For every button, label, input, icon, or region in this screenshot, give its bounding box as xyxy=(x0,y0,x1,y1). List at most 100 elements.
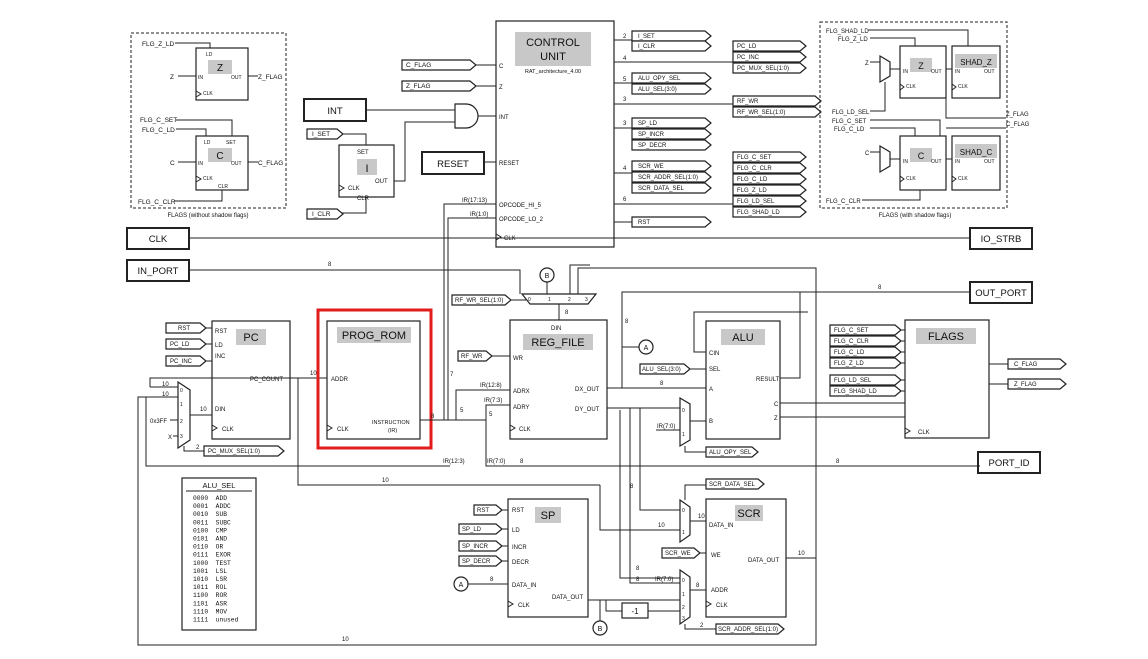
bw-pc-mux-b: 10 xyxy=(162,392,169,398)
control-unit: CONTROL UNIT RAT_architecture_4.00 C Z I… xyxy=(401,20,615,248)
bw-5a: 5 xyxy=(623,77,627,83)
bw-scr-out: 10 xyxy=(798,551,805,557)
bw-6: 6 xyxy=(623,197,627,203)
connector-a-top: A xyxy=(644,345,649,352)
bw-scr-addr: 8 xyxy=(696,583,700,589)
cu-in-reset: RESET xyxy=(499,161,519,167)
pc-out-label: PC_COUNT xyxy=(250,377,283,383)
svg-text:OUT: OUT xyxy=(231,161,242,167)
svg-text:OUT: OUT xyxy=(931,69,942,75)
sig-sp-decr: SP_DECR xyxy=(638,143,667,149)
ir7-0-label: IR(7:0) xyxy=(487,459,505,465)
cu-title-2: UNIT xyxy=(540,51,566,63)
interrupt-title: I xyxy=(365,163,368,175)
bw-dx: 8 xyxy=(660,381,664,387)
bw-pc-loop: 10 xyxy=(382,478,389,484)
alu-sel-row: 1010 LSR xyxy=(193,576,227,583)
svg-text:OUT: OUT xyxy=(931,159,942,165)
ir7-0-scr-label: IR(7:0) xyxy=(655,577,673,583)
i-set-label: I_SET xyxy=(312,131,330,138)
fs-out-z: Z_FLAG xyxy=(1006,112,1029,118)
fs-in-ld-sel: FLG_LD_SEL xyxy=(832,110,870,116)
bw-5c: 5 xyxy=(489,412,493,418)
flags-shadow-group: FLG_SHAD_LD FLG_Z_LD Z Z IN OUT CLK SHAD… xyxy=(819,21,1030,219)
bw-3b: 3 xyxy=(623,121,627,127)
interrupt-group: INT I_SET I SET OUT CLK CLR I_CLR RESET xyxy=(303,98,496,220)
fs-in-c-clr: FLG_C_CLR xyxy=(826,199,861,205)
rf-adrx-label: ADRX xyxy=(513,389,530,395)
alu-sel-row: 0011 SUBC xyxy=(193,519,231,526)
pc-clk-label: CLK xyxy=(222,427,234,433)
fs-z-in: Z xyxy=(865,61,869,67)
svg-text:OUT: OUT xyxy=(984,159,995,165)
svg-text:2: 2 xyxy=(568,297,571,303)
fm-out-c: C_FLAG xyxy=(1014,362,1038,368)
scr-title: SCR xyxy=(737,508,760,520)
sig-i-clr: I_CLR xyxy=(638,44,656,50)
prog-rom-title: PROG_ROM xyxy=(342,330,406,342)
fs-shad-z-title: SHAD_Z xyxy=(960,58,992,67)
sig-flg-c-set: FLG_C_SET xyxy=(737,155,772,161)
flg-c-clr-label: FLG_C_CLR xyxy=(138,199,176,206)
sig-pc-mux-sel: PC_MUX_SEL(1:0) xyxy=(737,66,789,72)
alu-sel-table-title: ALU_SEL xyxy=(203,481,236,490)
bw-pc-sel: 2 xyxy=(196,445,200,451)
sp-data-in-label: DATA_IN xyxy=(512,583,536,589)
sig-pc-inc: PC_INC xyxy=(737,55,760,61)
svg-text:IN: IN xyxy=(903,159,908,165)
fm-in-ld-sel: FLG_LD_SEL xyxy=(834,378,872,384)
fs-in-c-ld: FLG_C_LD xyxy=(834,127,865,133)
interrupt-out-label: OUT xyxy=(375,179,388,185)
sp-clk-label: CLK xyxy=(518,603,530,609)
reg-file-title: REG_FILE xyxy=(531,337,584,349)
rf-din-label: DIN xyxy=(551,326,561,332)
alu-group: 0 1 IR(7:0) ALU_OPY_SEL ALU CIN SEL A B … xyxy=(639,311,905,458)
flags-no-shadow-group: Z LD IN OUT CLK FLG_Z_LD Z Z_FLAG C LD S… xyxy=(130,32,287,219)
alu-b-label: B xyxy=(709,419,713,425)
sig-flg-z-ld: FLG_Z_LD xyxy=(737,188,767,194)
in-port: IN_PORT xyxy=(137,266,178,277)
fm-in-c-set: FLG_C_SET xyxy=(834,328,869,334)
prog-rom-clk-label: CLK xyxy=(337,427,349,433)
fs-in-shad-ld: FLG_SHAD_LD xyxy=(826,29,869,35)
svg-text:CLK: CLK xyxy=(203,176,213,182)
svg-text:IN: IN xyxy=(198,75,203,81)
sp-ld-sig: SP_LD xyxy=(462,527,482,533)
fm-out-z: Z_FLAG xyxy=(1014,382,1037,388)
alu-z-label: Z xyxy=(774,416,778,422)
prog-rom-ir-label: (IR) xyxy=(388,428,397,434)
scr-clk-label: CLK xyxy=(716,603,728,609)
bw-rf-din: 8 xyxy=(565,310,569,316)
bw-5b: 5 xyxy=(460,408,464,414)
sp-incr-label: INCR xyxy=(512,545,527,551)
z-in-label: Z xyxy=(170,74,174,81)
sig-alu-sel: ALU_SEL(3:0) xyxy=(638,87,677,93)
flg-c-ld-label: FLG_C_LD xyxy=(142,127,175,134)
aluy-mux-0: 0 xyxy=(682,408,685,414)
alu-sel-row: 0101 AND xyxy=(193,536,227,543)
z-flag-out-label: Z_FLAG xyxy=(258,74,283,81)
rf-wr-label: WR xyxy=(513,356,524,362)
c-in-label: C xyxy=(170,160,175,167)
sig-i-set: I_SET xyxy=(638,34,655,40)
pc-ld-sig: PC_LD xyxy=(170,342,190,348)
alu-sel-sig: ALU_SEL(3:0) xyxy=(642,367,681,373)
aluy-mux-1: 1 xyxy=(682,432,685,438)
pc-rst-sig: RST xyxy=(178,326,190,332)
alu-result-label: RESULT xyxy=(756,377,780,383)
reset-port: RESET xyxy=(437,159,469,170)
scr-din-mux-1: 1 xyxy=(682,530,685,536)
cu-subtitle: RAT_architecture_4.00 xyxy=(525,69,581,75)
flag-c-title: C xyxy=(216,151,223,162)
sig-sp-ld: SP_LD xyxy=(638,121,658,127)
connector-b-bottom: B xyxy=(598,626,603,633)
svg-text:IN: IN xyxy=(903,69,908,75)
sig-scr-we: SCR_WE xyxy=(638,164,664,170)
flags-clk-label: CLK xyxy=(918,430,930,436)
svg-text:2: 2 xyxy=(682,605,685,611)
fm-in-z-ld: FLG_Z_LD xyxy=(834,361,864,367)
pc-title: PC xyxy=(243,332,258,344)
scr-we-label: WE xyxy=(711,553,721,559)
io-strb-port: IO_STRB xyxy=(981,234,1022,245)
bw-alu-fb: 8 xyxy=(625,319,629,325)
